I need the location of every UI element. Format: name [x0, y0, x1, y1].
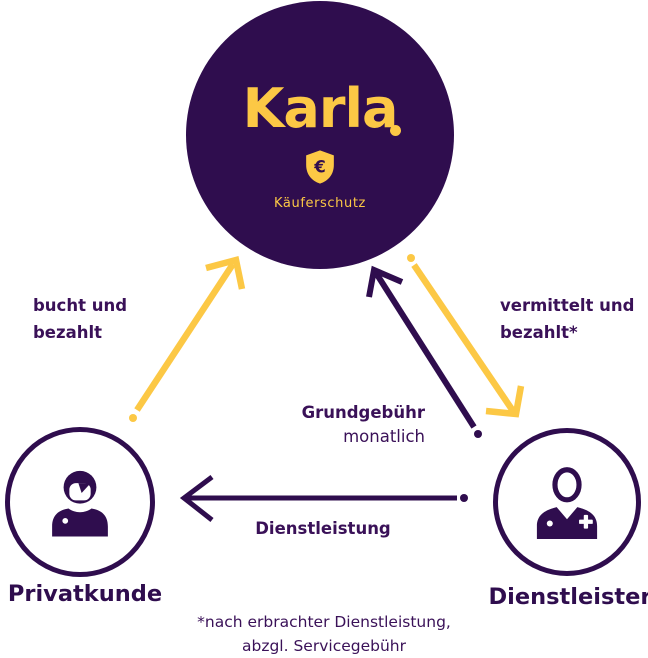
- label-bucht-und-bezahlt: bucht und bezahlt: [33, 292, 127, 346]
- label-line: monatlich: [343, 427, 425, 446]
- arrow-start-dot: [407, 254, 415, 262]
- arrow-start-dot: [474, 430, 482, 438]
- label-line: bezahlt: [33, 323, 103, 342]
- shield-shape: [306, 150, 334, 184]
- customer-label: Privatkunde: [7, 581, 163, 607]
- buyer-protection-label: Käuferschutz: [274, 196, 366, 211]
- arrow-start-dot: [460, 494, 468, 502]
- arrow-head: [485, 385, 525, 418]
- medic-icon: [536, 467, 598, 539]
- footnote-line: abzgl. Servicegebühr: [242, 637, 406, 655]
- label-grundgebuehr: Grundgebühr monatlich: [302, 401, 425, 449]
- label-vermittelt-und-bezahlt: vermittelt und bezahlt*: [500, 292, 635, 346]
- arrow-head: [366, 265, 404, 298]
- label-dienstleistung: Dienstleistung: [255, 519, 391, 538]
- euro-icon: €: [313, 158, 326, 177]
- label-line: bucht und: [33, 296, 128, 315]
- logo-dot: [390, 125, 402, 136]
- arrow-shaft: [134, 262, 236, 412]
- arrow-head: [205, 255, 246, 290]
- footnote: *nach erbrachter Dienstleistung, abzgl. …: [0, 610, 648, 658]
- karla-node: Karla € Käuferschutz: [186, 1, 454, 269]
- arrow-shaft: [411, 263, 516, 413]
- provider-label: Dienstleister: [488, 584, 648, 610]
- arrow-vermittelt-und-bezahlt: [407, 254, 525, 418]
- footnote-line: *nach erbrachter Dienstleistung,: [197, 613, 451, 631]
- customer-node: [5, 427, 155, 577]
- provider-node: [493, 428, 641, 576]
- label-line: bezahlt*: [500, 323, 578, 342]
- karla-logo: Karla: [186, 81, 454, 150]
- buyer-protection-shield-icon: €: [306, 150, 334, 184]
- arrow-dienstleistung: [179, 475, 468, 522]
- arrow-shaft: [373, 271, 477, 429]
- woman-icon: [52, 470, 108, 537]
- arrow-head: [179, 475, 214, 522]
- arrow-bucht-und-bezahlt: [129, 255, 246, 422]
- arrow-start-dot: [129, 414, 137, 422]
- label-line: vermittelt und: [500, 296, 635, 315]
- arrow-grundgebuehr: [366, 265, 482, 438]
- karla-logo-text: Karla: [242, 77, 399, 140]
- label-line: Grundgebühr: [301, 403, 425, 422]
